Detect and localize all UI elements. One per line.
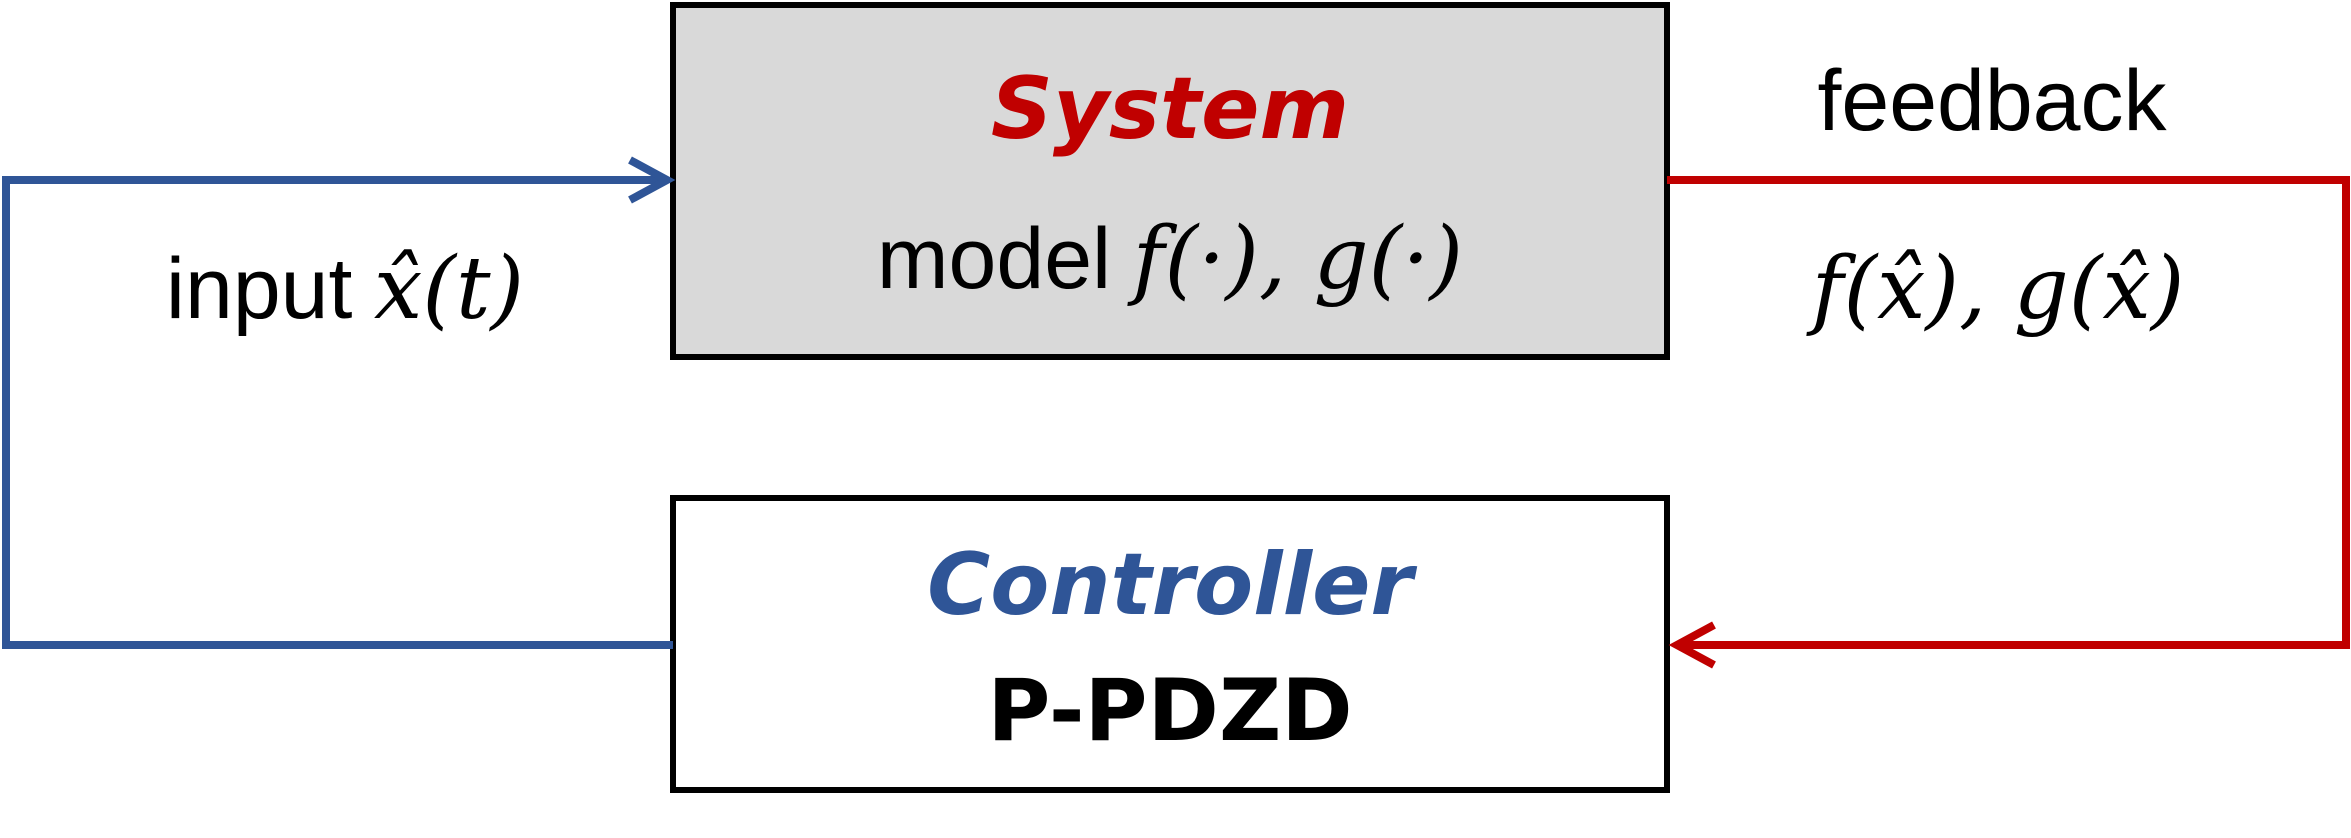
- controller-title: Controller: [927, 535, 1417, 635]
- system-model-label: model: [877, 211, 1111, 307]
- input-arrowhead: [628, 156, 676, 204]
- system-model-expr: f(·), g(·): [1127, 209, 1463, 309]
- system-box: [670, 2, 1670, 360]
- controller-name: P-PDZD: [987, 661, 1352, 761]
- input-label: input: [166, 241, 353, 337]
- feedback-connector: [1667, 176, 2350, 649]
- input-connector: [2, 176, 673, 649]
- system-title: System: [991, 59, 1349, 159]
- feedback-label: feedback: [1817, 53, 2167, 149]
- feedback-arrowhead: [1668, 621, 1716, 669]
- controller-box: [670, 495, 1670, 793]
- input-expr: x̂(t): [374, 239, 524, 339]
- system-model-line: model f(·), g(·): [877, 209, 1463, 309]
- input-label-line: input x̂(t): [166, 239, 524, 339]
- feedback-expr: f(x̂), g(x̂): [1806, 239, 2185, 339]
